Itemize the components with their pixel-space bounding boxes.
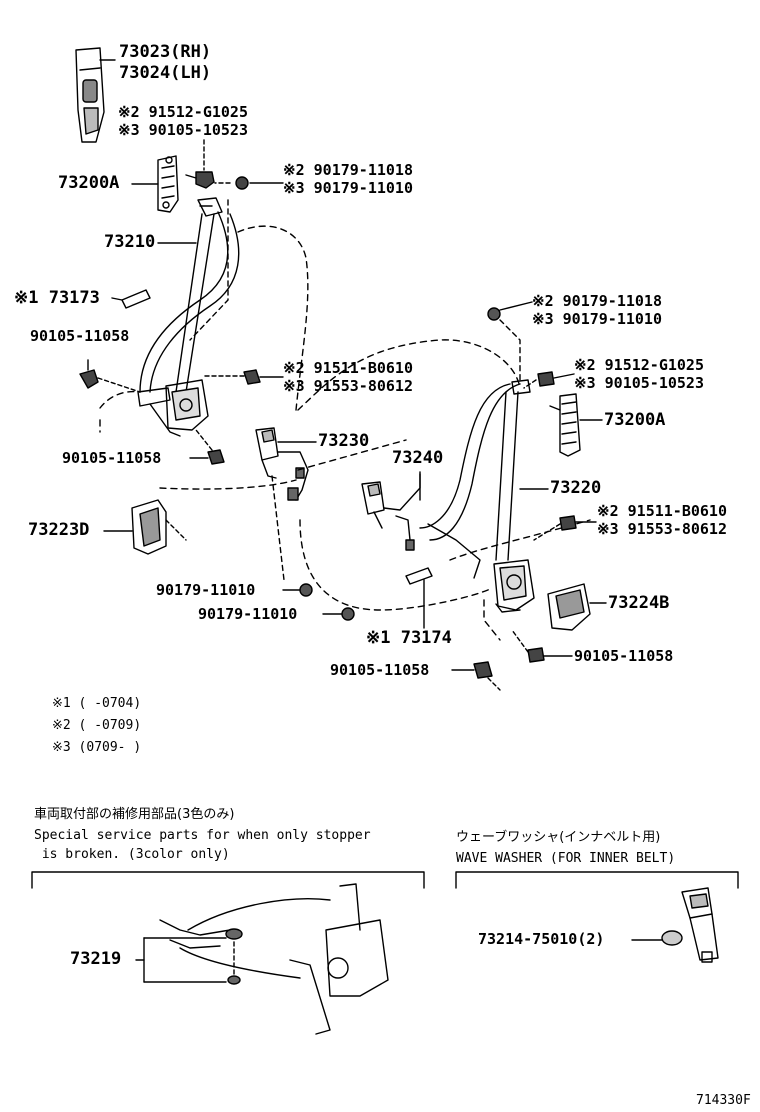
bolt-part [511, 629, 573, 663]
height-adjuster-left [157, 155, 179, 213]
special-parts-caption-en: Special service parts for when only stop… [34, 828, 371, 843]
nut-part [487, 307, 501, 321]
bolt-part [533, 515, 597, 541]
buckle-center [361, 471, 421, 551]
part-label-73220: 73220 [550, 478, 602, 498]
wave-washer-caption-en: WAVE WASHER (FOR INNER BELT) [456, 851, 676, 866]
note-label: ※3 90179-11010 [532, 310, 662, 328]
note-label: ※3 91553-80612 [283, 377, 413, 395]
diagram-id: 714330F [696, 1093, 751, 1108]
part-label-73173: ※1 73173 [14, 288, 100, 308]
part-label-90105: 90105-11058 [62, 449, 162, 467]
pillar-garnish-part [75, 47, 105, 143]
part-label-73223D: 73223D [28, 520, 90, 540]
part-label-73224B: 73224B [608, 593, 670, 613]
note-label: ※2 91511-B0610 [283, 359, 413, 377]
stopper-illustration [159, 883, 389, 1035]
note-label: ※3 90105-10523 [118, 121, 248, 139]
special-parts-caption-en-2: is broken. (3color only) [34, 847, 230, 862]
part-label-73240: 73240 [392, 448, 444, 468]
part-label-73174: ※1 73174 [366, 628, 452, 648]
nut-part [299, 583, 313, 597]
belt-guide-right [405, 567, 433, 585]
note-label: ※2 91512-G1025 [118, 103, 248, 121]
note-label: ※2 91511-B0610 [597, 502, 727, 520]
note-label: ※2 90179-11018 [532, 292, 662, 310]
part-label-73219: 73219 [70, 949, 122, 969]
applicability-note: ※1 ( -0704) [52, 696, 142, 711]
note-label: ※2 91512-G1025 [574, 356, 704, 374]
bolt-part [185, 139, 215, 189]
special-parts-caption-jp: 車両取付部の補修用部品(3色のみ) [34, 807, 235, 822]
nut-part [341, 607, 355, 621]
nut-part [214, 176, 284, 190]
part-label-73230: 73230 [318, 431, 370, 451]
seatbelt-assembly-right [419, 379, 535, 613]
part-label-90105: 90105-11058 [330, 661, 430, 679]
part-label-73024: 73024(LH) [119, 63, 212, 83]
buckle-left [255, 427, 309, 501]
seat-outline-left [99, 225, 309, 490]
bolt-part [451, 661, 501, 691]
part-label-90105: 90105-11058 [30, 327, 130, 345]
part-label-73200A: 73200A [604, 410, 666, 430]
special-parts-bracket [31, 871, 425, 889]
part-label-73200A: 73200A [58, 173, 120, 193]
note-label: ※3 91553-80612 [597, 520, 727, 538]
bolt-part [523, 371, 575, 389]
note-label: ※3 90105-10523 [574, 374, 704, 392]
leader-73219 [135, 937, 227, 983]
applicability-note: ※2 ( -0709) [52, 718, 142, 733]
wave-washer-illustration [661, 887, 719, 963]
part-label-73214: 73214-75010(2) [478, 930, 605, 948]
applicability-note: ※3 (0709- ) [52, 740, 142, 755]
note-label: ※3 90179-11010 [283, 179, 413, 197]
height-adjuster-right [549, 393, 581, 457]
retractor-cover-left [131, 499, 187, 555]
part-label-73210: 73210 [104, 232, 156, 252]
part-label-90179: 90179-11010 [156, 581, 256, 599]
wave-washer-bracket [455, 871, 739, 889]
part-label-73023: 73023(RH) [119, 42, 212, 62]
note-label: ※2 90179-11018 [283, 161, 413, 179]
part-label-90105: 90105-11058 [574, 647, 674, 665]
bolt-part [204, 369, 284, 385]
belt-guide-left [121, 289, 151, 309]
seatbelt-assembly-left [137, 197, 240, 437]
retractor-cover-right [547, 583, 591, 631]
bolt-part [79, 359, 141, 393]
part-label-90179: 90179-11010 [198, 605, 298, 623]
bolt-part [189, 429, 225, 465]
wave-washer-caption-jp: ウェーブワッシャ(インナベルト用) [456, 830, 661, 845]
